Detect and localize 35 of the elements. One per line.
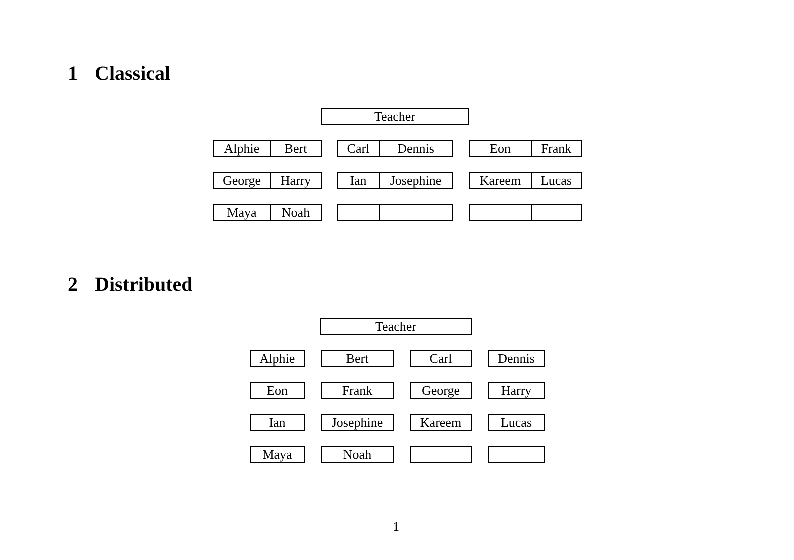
seat-box: Harry — [270, 172, 322, 189]
seat-box: Bert — [321, 350, 394, 367]
seat-box: Dennis — [488, 350, 545, 367]
seat-box: Lucas — [531, 172, 582, 189]
seat-box: Josephine — [379, 172, 453, 189]
seat-box: Noah — [270, 204, 322, 221]
seat-box: Ian — [250, 414, 305, 431]
seat-box: Alphie — [250, 350, 305, 367]
seat-box: Eon — [469, 140, 532, 157]
seat-box: Frank — [531, 140, 582, 157]
seat-box: Harry — [488, 382, 545, 399]
section-heading: 2 Distributed — [68, 274, 193, 297]
seat-box: George — [213, 172, 271, 189]
teacher-desk-box: Teacher — [320, 318, 472, 335]
seat-box: Bert — [270, 140, 322, 157]
seat-box: Eon — [250, 382, 305, 399]
seat-box: Alphie — [213, 140, 271, 157]
seat-box: Maya — [250, 446, 305, 463]
seat-box: Lucas — [488, 414, 545, 431]
seat-box: Maya — [213, 204, 271, 221]
section-heading: 1 Classical — [68, 63, 171, 86]
seat-box: Noah — [321, 446, 394, 463]
seat-box: Carl — [337, 140, 380, 157]
seat-box: Carl — [410, 350, 472, 367]
seat-box: George — [410, 382, 472, 399]
seat-box: Dennis — [379, 140, 453, 157]
seat-box: Kareem — [469, 172, 532, 189]
seat-box: Kareem — [410, 414, 472, 431]
seat-box: Ian — [337, 172, 380, 189]
teacher-desk-box: Teacher — [321, 108, 469, 125]
seat-box: Frank — [321, 382, 394, 399]
seat-box: Josephine — [321, 414, 394, 431]
empty-seat-box — [410, 446, 472, 463]
page-number: 1 — [393, 519, 400, 535]
empty-seat-box — [488, 446, 545, 463]
